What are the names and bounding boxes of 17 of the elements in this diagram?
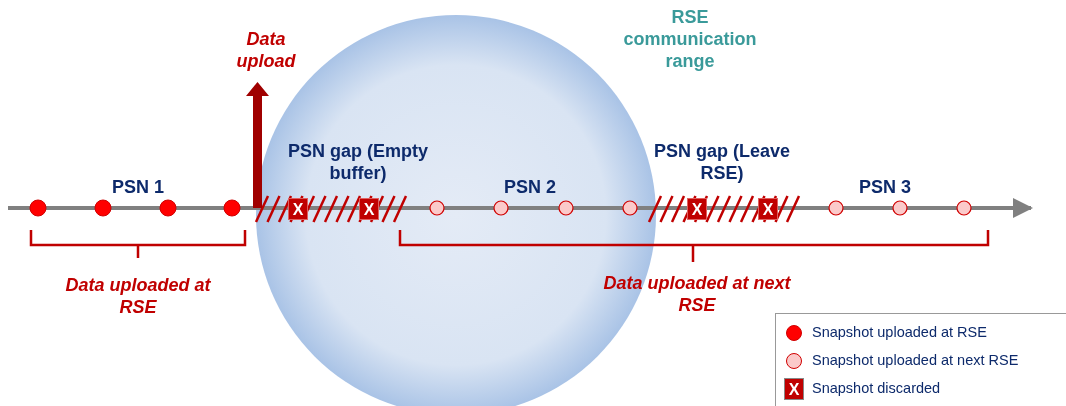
gap-label: PSN gap (Empty buffer) — [287, 140, 429, 184]
legend-text: Snapshot discarded — [812, 380, 941, 396]
upload-label: Data upload — [235, 28, 297, 72]
discarded-marker: X — [784, 378, 804, 400]
psn-label: PSN 1 — [111, 176, 165, 198]
discarded-marker: X — [758, 198, 778, 220]
psn-label: PSN 3 — [858, 176, 912, 198]
legend-text: Snapshot uploaded at next RSE — [812, 352, 1019, 368]
discarded-marker: X — [288, 198, 308, 220]
brace-label: Data uploaded at next RSE — [602, 272, 792, 316]
range-label: RSE communication range — [622, 6, 758, 72]
discarded-marker: X — [687, 198, 707, 220]
discarded-marker: X — [359, 198, 379, 220]
psn-label: PSN 2 — [503, 176, 557, 198]
legend-text: Snapshot uploaded at RSE — [812, 324, 987, 340]
brace-label: Data uploaded at RSE — [64, 274, 212, 318]
gap-label: PSN gap (Leave RSE) — [652, 140, 791, 184]
